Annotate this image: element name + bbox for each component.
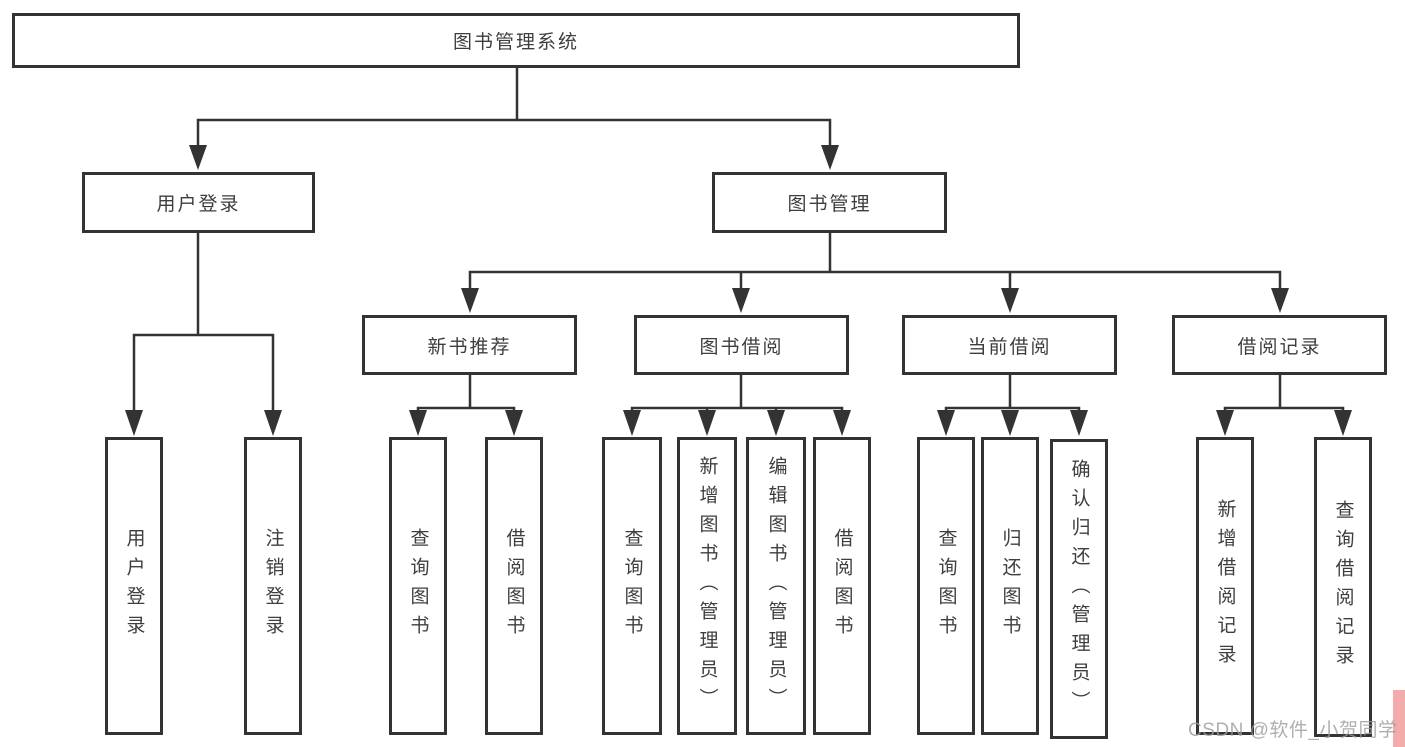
node-user-login: 用户登录 [82,172,315,233]
leaf-record-query-record: 查询借阅记录 [1314,437,1372,737]
node-new-book-recommend: 新书推荐 [362,315,577,375]
leaf-recommend-borrow-book: 借阅图书 [485,437,543,735]
leaf-record-add-record: 新增借阅记录 [1196,437,1254,735]
edge-book-rail [468,270,1282,292]
leaf-user-login: 用户登录 [105,437,163,735]
leaf-current-query-book-label: 查询图书 [935,528,957,644]
leaf-current-confirm-return-admin-label: 确认归还（管理员） [1068,458,1090,720]
leaf-logout-label: 注销登录 [262,528,284,644]
edge-root-rail [196,118,832,148]
arrowheads [125,145,1352,436]
leaf-borrow-query-book-label: 查询图书 [621,528,643,644]
leaf-recommend-query-book: 查询图书 [389,437,447,735]
leaf-borrow-edit-book-admin-label: 编辑图书（管理员） [765,455,787,717]
leaf-borrow-borrow-book-label: 借阅图书 [831,528,853,644]
leaf-borrow-add-book-admin: 新增图书（管理员） [677,437,737,735]
leaf-borrow-query-book: 查询图书 [602,437,662,735]
leaf-current-confirm-return-admin: 确认归还（管理员） [1050,439,1108,739]
node-book-borrow: 图书借阅 [634,315,849,375]
node-root: 图书管理系统 [12,13,1020,68]
node-current-borrow: 当前借阅 [902,315,1117,375]
edge-user-rail [132,333,275,414]
leaf-borrow-add-book-admin-label: 新增图书（管理员） [696,455,718,717]
leaf-record-query-record-label: 查询借阅记录 [1332,500,1354,674]
leaf-logout: 注销登录 [244,437,302,735]
leaf-borrow-borrow-book: 借阅图书 [813,437,871,735]
edge-recommend-rail [416,406,516,411]
leaf-current-return-book-label: 归还图书 [999,528,1021,644]
node-book-management: 图书管理 [712,172,947,233]
leaf-user-login-label: 用户登录 [123,528,145,644]
corner-accent-bar [1393,690,1405,747]
watermark-text: CSDN @软件_小贺同学 [1188,720,1398,741]
leaf-recommend-query-book-label: 查询图书 [407,528,429,644]
edge-record-rail [1223,406,1345,411]
node-borrow-record: 借阅记录 [1172,315,1387,375]
leaf-recommend-borrow-book-label: 借阅图书 [503,528,525,644]
leaf-record-add-record-label: 新增借阅记录 [1214,499,1236,673]
leaf-current-query-book: 查询图书 [917,437,975,735]
edge-current-rail [944,406,1081,411]
leaf-current-return-book: 归还图书 [981,437,1039,735]
edge-borrow-rail [630,406,844,411]
leaf-borrow-edit-book-admin: 编辑图书（管理员） [746,437,806,735]
